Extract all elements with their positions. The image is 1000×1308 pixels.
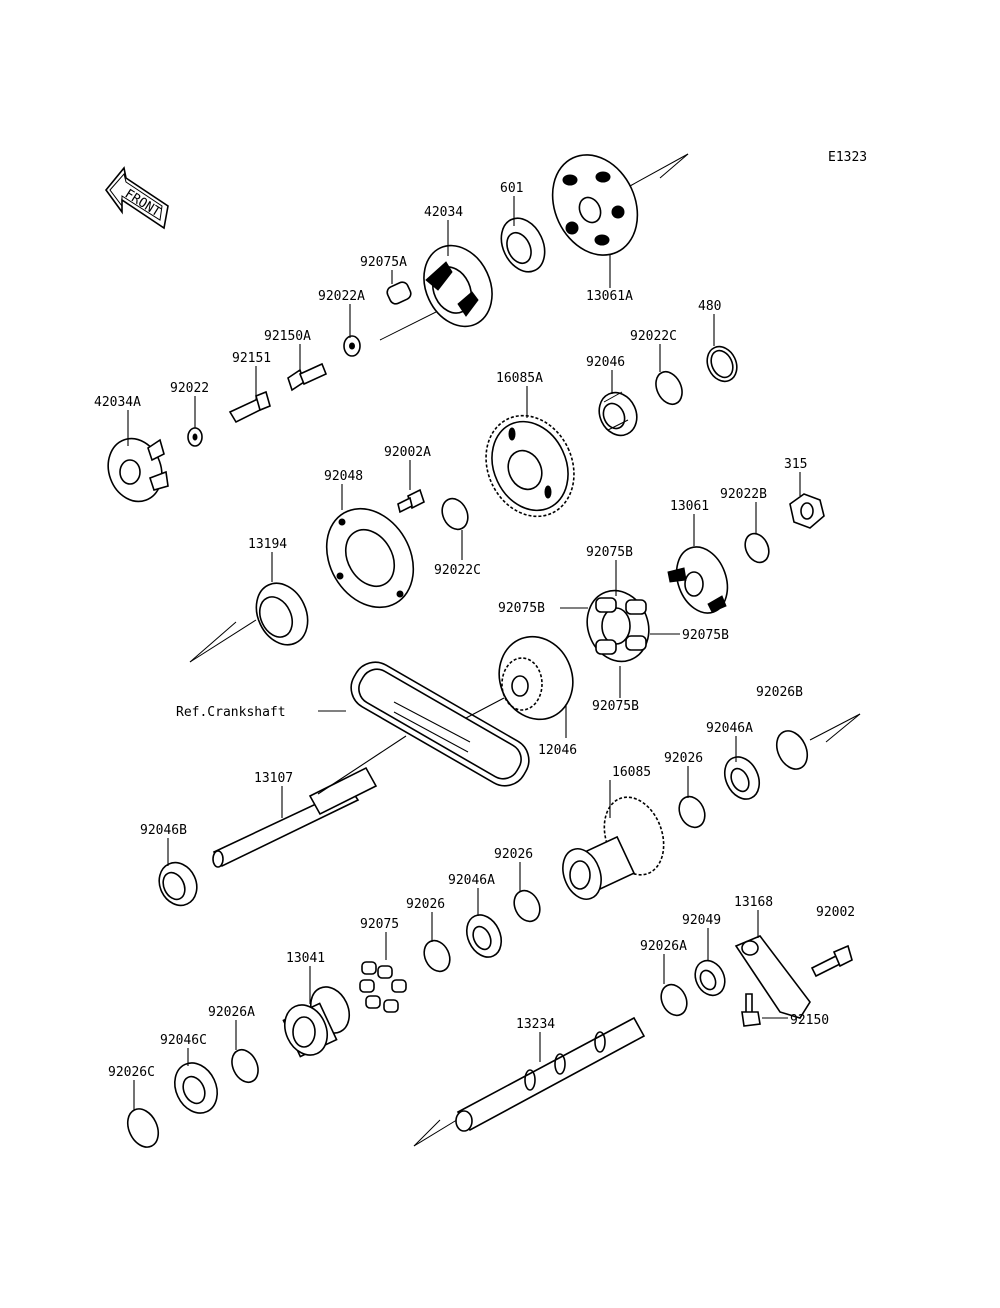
- bolt-92150: [741, 993, 761, 1027]
- part-label: 92046A: [448, 873, 495, 888]
- part-label: 92075B: [586, 545, 633, 560]
- part-label: 92075B: [498, 601, 545, 616]
- washer-92026C: [126, 1108, 160, 1148]
- part-label: 92026: [406, 897, 445, 912]
- hub-13061: [667, 546, 729, 614]
- part-labels: 42034 601 13061A 92075A 92022A 92150A 92…: [94, 181, 855, 1080]
- part-label: 92075: [360, 917, 399, 932]
- gear-16085A: [485, 414, 575, 518]
- diagram-code: E1323: [828, 150, 867, 165]
- part-label: 16085A: [496, 371, 543, 386]
- hub-42034A: [107, 437, 169, 503]
- reference-label: Ref.Crankshaft: [176, 705, 286, 720]
- part-label: 92026C: [108, 1065, 155, 1080]
- part-label: 92075A: [360, 255, 407, 270]
- part-label: 42034: [424, 205, 463, 220]
- part-label: 92048: [324, 469, 363, 484]
- housing-42034: [423, 244, 493, 328]
- dampers-92075: [359, 961, 407, 1013]
- part-label: 92046C: [160, 1033, 207, 1048]
- shaft-13107: [212, 766, 378, 868]
- ring-92026-middle: [513, 889, 541, 923]
- needle-bearing-92046A-upper: [723, 756, 761, 800]
- bolt-92151: [228, 390, 271, 424]
- part-label: 480: [698, 299, 721, 314]
- part-label: 92150: [790, 1013, 829, 1028]
- part-label: 92151: [232, 351, 271, 366]
- bolt-92150A: [287, 362, 328, 392]
- part-label: 92046: [586, 355, 625, 370]
- ring-92022C-upper: [655, 370, 683, 406]
- sprocket-12046: [498, 635, 574, 721]
- seal-13194: [255, 582, 309, 646]
- gear-16085: [562, 796, 665, 900]
- part-label: 92022B: [720, 487, 767, 502]
- nut-315: [789, 493, 825, 529]
- ring-92026A-right: [660, 983, 688, 1017]
- bolt-92002A: [397, 488, 425, 514]
- part-label: 92022A: [318, 289, 365, 304]
- leader-lines: [127, 196, 801, 1110]
- seal-92049: [694, 959, 726, 997]
- part-label: 13168: [734, 895, 773, 910]
- needle-bearing-92046A-lower: [465, 914, 503, 958]
- part-label: 92075B: [682, 628, 729, 643]
- needle-bearing-92046: [598, 391, 638, 437]
- part-label: 92022C: [434, 563, 481, 578]
- part-label: 92022: [170, 381, 209, 396]
- part-label: 13194: [248, 537, 287, 552]
- part-label: 92046A: [706, 721, 753, 736]
- lever-13168: [734, 935, 811, 1019]
- circlip-480: [706, 345, 738, 383]
- part-label: 92026: [494, 847, 533, 862]
- seal-92046B: [158, 861, 198, 907]
- part-label: 601: [500, 181, 523, 196]
- ring-92022C-middle: [441, 497, 469, 531]
- damper-92075A: [386, 281, 412, 305]
- part-label: 92026B: [756, 685, 803, 700]
- sleeve-13041: [282, 986, 351, 1058]
- plate-92048: [325, 507, 415, 609]
- part-label: 13061A: [586, 289, 633, 304]
- washer-92026B: [775, 730, 809, 770]
- part-label: 92026A: [208, 1005, 255, 1020]
- flange-13061A: [551, 154, 639, 256]
- part-label: 13041: [286, 951, 325, 966]
- part-label: 315: [784, 457, 807, 472]
- needle-bearing-92046C: [174, 1062, 218, 1114]
- chain-ref-crankshaft: [350, 661, 530, 787]
- part-label: 13107: [254, 771, 293, 786]
- ring-92026-upper: [678, 795, 706, 829]
- part-label: 12046: [538, 743, 577, 758]
- bearing-601: [500, 217, 546, 273]
- part-label: 13061: [670, 499, 709, 514]
- part-label: 92026A: [640, 939, 687, 954]
- part-label: 92150A: [264, 329, 311, 344]
- ring-92022B: [744, 532, 770, 564]
- part-label: 92046B: [140, 823, 187, 838]
- part-label: 92002: [816, 905, 855, 920]
- front-arrow-icon: FRONT: [104, 166, 169, 230]
- part-label: 92026: [664, 751, 703, 766]
- ring-92026-lower: [423, 939, 451, 973]
- part-label: 92049: [682, 913, 721, 928]
- assembly-axis-lines: [189, 153, 861, 1147]
- shaft-13234: [455, 1016, 646, 1132]
- bolt-92002: [810, 944, 853, 978]
- part-label: 42034A: [94, 395, 141, 410]
- part-label: 92075B: [592, 699, 639, 714]
- part-label: 92022C: [630, 329, 677, 344]
- ring-92026A-left: [231, 1048, 259, 1084]
- part-label: 92002A: [384, 445, 431, 460]
- part-label: 16085: [612, 765, 651, 780]
- part-label: 13234: [516, 1017, 555, 1032]
- dampers-92075B: [586, 589, 650, 663]
